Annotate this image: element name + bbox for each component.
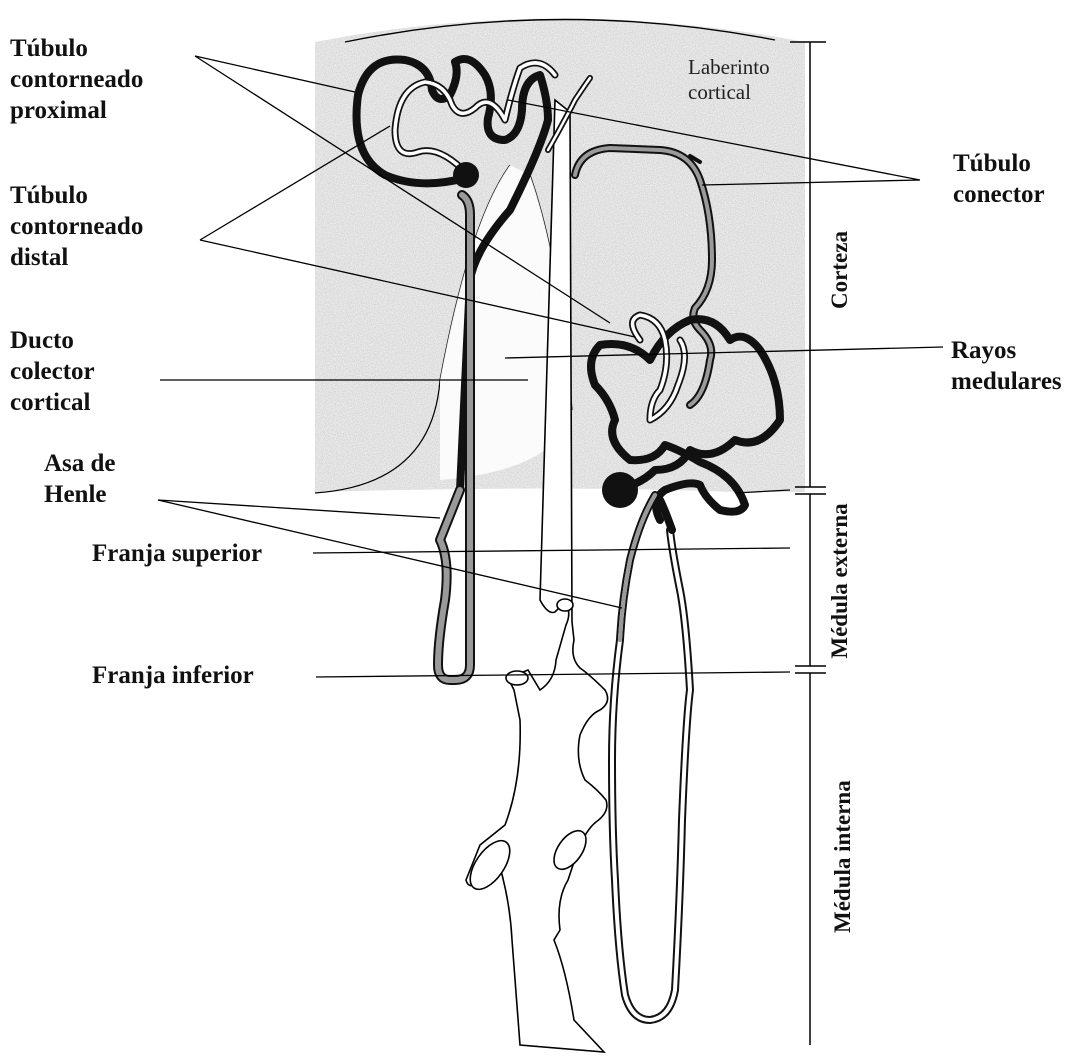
label-cortical-labyrinth: Laberinto cortical [688,55,770,105]
label-medullary-rays: Rayos medulares [951,335,1062,397]
zone-label-cortex: Corteza [827,225,853,315]
label-cortical-duct: Ducto colector cortical [10,325,95,418]
label-franja-superior: Franja superior [92,538,262,569]
label-proximal-tubule: Túbulo contorneado proximal [10,33,143,126]
zone-label-inner-medulla: Médula interna [830,783,856,933]
label-distal-tubule: Túbulo contorneado distal [10,180,143,273]
label-connecting-tubule: Túbulo conector [953,148,1045,210]
zone-label-outer-medulla: Médula externa [827,501,853,661]
label-henle-loop: Asa de Henle [44,448,116,510]
label-franja-inferior: Franja inferior [92,660,254,691]
